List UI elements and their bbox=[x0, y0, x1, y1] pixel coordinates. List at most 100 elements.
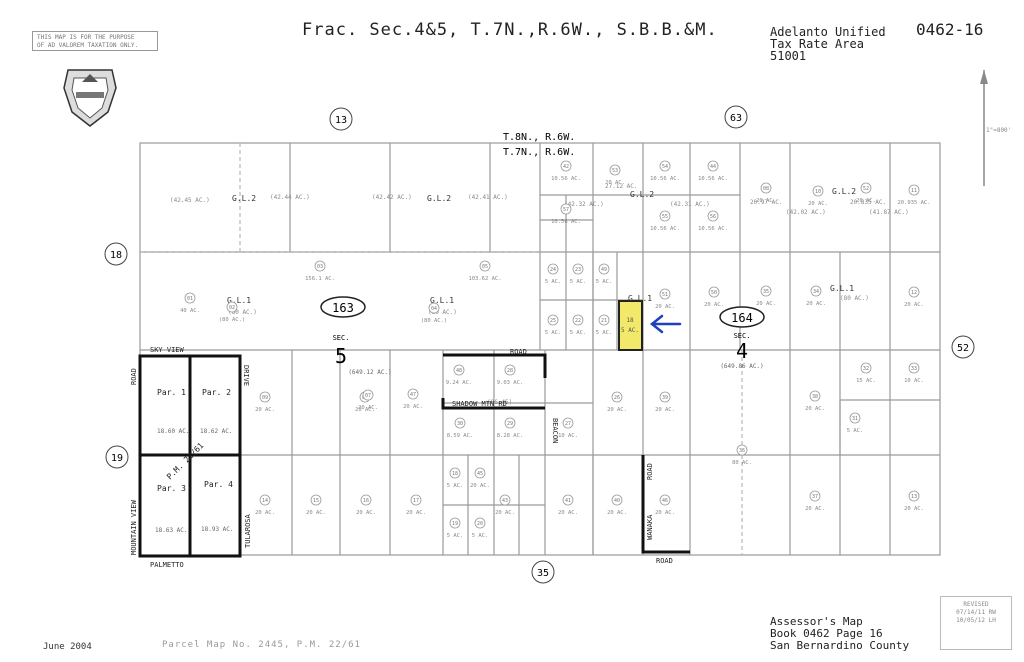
parcel-28[interactable]: 289.03 AC. bbox=[497, 364, 524, 386]
adjoining-page-marker[interactable]: 35 bbox=[531, 560, 555, 584]
svg-text:52: 52 bbox=[957, 343, 969, 354]
street-label: ROAD bbox=[646, 463, 654, 480]
parcel-number: 04 bbox=[431, 306, 437, 312]
parcel-number-circle bbox=[310, 494, 322, 506]
adjoining-page-marker[interactable]: 52 bbox=[951, 335, 975, 359]
parcel-19[interactable]: 195 AC. bbox=[447, 517, 464, 539]
parcel-acres: 10.56 AC. bbox=[698, 226, 728, 232]
parcel-24[interactable]: 245 AC. bbox=[545, 263, 562, 285]
adjoining-page-marker[interactable]: 18 bbox=[104, 242, 128, 266]
district-name: Adelanto Unified bbox=[770, 25, 886, 39]
revision-title: REVISED bbox=[963, 601, 989, 608]
parcel-number: 29 bbox=[507, 421, 513, 427]
parcel-21[interactable]: 215 AC. bbox=[596, 314, 613, 336]
highlighted-parcel[interactable] bbox=[618, 300, 643, 351]
section-area: (649.12 AC.) bbox=[348, 369, 391, 376]
parcel-25[interactable]: 255 AC. bbox=[545, 314, 562, 336]
parcel-acres: (80 AC.) bbox=[421, 318, 448, 324]
parcel-30[interactable]: 308.59 AC. bbox=[447, 417, 474, 439]
parcel-number-circle bbox=[611, 391, 623, 403]
adjoining-page-marker[interactable]: 63 bbox=[724, 105, 748, 129]
parcel-04[interactable]: 04 (80 AC.) bbox=[421, 302, 448, 324]
street-label: ROAD bbox=[510, 348, 527, 356]
parcel-20[interactable]: 205 AC. bbox=[472, 517, 489, 539]
parcel-map-boundary bbox=[138, 354, 242, 558]
parcel-29[interactable]: 298.28 AC. bbox=[497, 417, 524, 439]
parcel-number-circle bbox=[453, 364, 465, 376]
parcel-number-circle bbox=[736, 444, 748, 456]
parcel-48[interactable]: 489.24 AC. bbox=[446, 364, 473, 386]
parcel-22[interactable]: 225 AC. bbox=[570, 314, 587, 336]
parcel-18[interactable]: 185 AC. bbox=[447, 467, 464, 489]
section-badge[interactable]: 163 bbox=[320, 296, 366, 318]
parcel-number-circle bbox=[659, 391, 671, 403]
parcel-acres: 5 AC. bbox=[570, 279, 587, 285]
gov-lot-label: G.L.2 bbox=[427, 194, 451, 203]
parcel-number-circle bbox=[908, 286, 920, 298]
parcel-acres: 20 AC. bbox=[356, 510, 376, 516]
parcel-number: 36 bbox=[739, 448, 745, 454]
parcel-acres: 5 AC. bbox=[847, 428, 864, 434]
parcel-acres: 10.56 AC. bbox=[551, 176, 581, 182]
parcel-number-circle bbox=[860, 362, 872, 374]
acreage-label: (42.41 AC.) bbox=[468, 194, 508, 201]
parcel-number: 05 bbox=[482, 264, 488, 270]
parcel-acres: 10 AC. bbox=[558, 433, 578, 439]
parcel-number: 17 bbox=[413, 498, 419, 504]
adjoining-page-marker[interactable]: 19 bbox=[105, 445, 129, 469]
disclaimer-box: THIS MAP IS FOR THE PURPOSE OF AD VALORE… bbox=[32, 31, 158, 51]
parcel-number: 45 bbox=[477, 471, 483, 477]
parcel-49[interactable]: 495 AC. bbox=[596, 263, 613, 285]
parcel-31[interactable]: 315 AC. bbox=[847, 412, 864, 434]
parcel-23[interactable]: 235 AC. bbox=[570, 263, 587, 285]
adjoining-page-marker[interactable]: 13 bbox=[329, 107, 353, 131]
section-badge[interactable]: 164 bbox=[719, 306, 765, 328]
parcel-02[interactable]: 02(80 AC.) bbox=[219, 301, 246, 323]
parcel-number: 53 bbox=[612, 168, 618, 174]
parcel-number: 24 bbox=[550, 267, 556, 273]
parcel-number-circle bbox=[562, 494, 574, 506]
parcel-acres: 20 AC. bbox=[358, 405, 378, 411]
street-label: ROAD bbox=[656, 557, 673, 565]
